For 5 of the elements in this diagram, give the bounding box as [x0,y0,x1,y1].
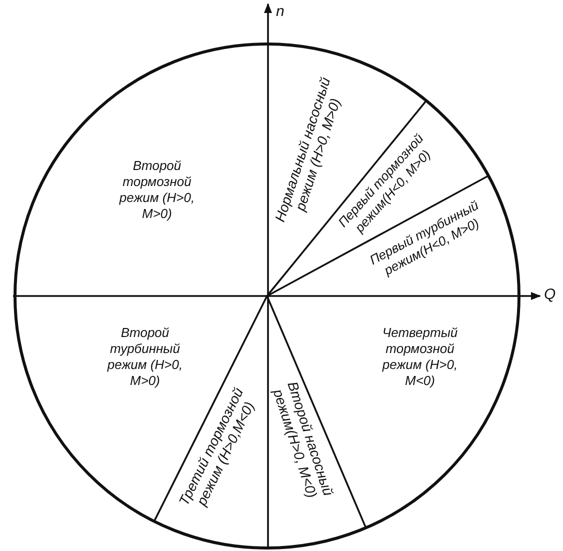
mode-label: Второй тормозной режим (H>0, M>0) [117,158,197,222]
axis-label: n [276,4,284,20]
mode-label: Второй турбинный режим (H>0, M>0) [105,325,185,389]
mode-label: Четвертый тормозной режим (H>0, M<0) [380,325,460,389]
axis-label: Q [544,287,556,303]
